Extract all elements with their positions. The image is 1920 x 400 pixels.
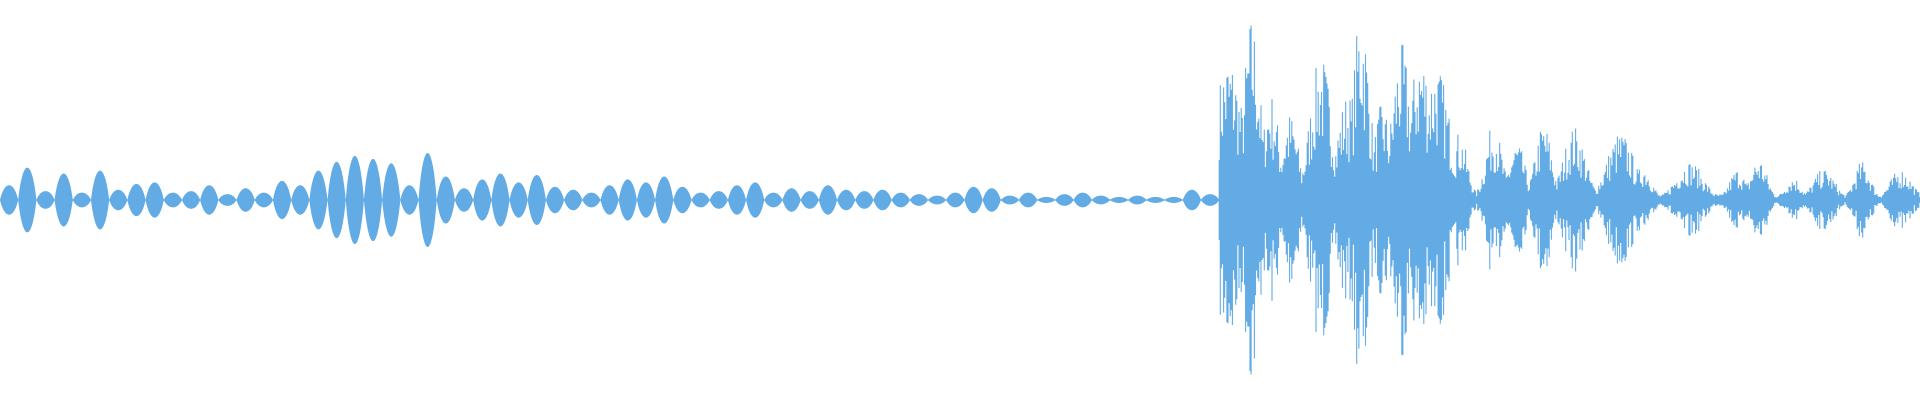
waveform-lobe — [909, 194, 929, 206]
waveform-lobe — [454, 188, 474, 212]
waveform-lobe — [272, 180, 292, 220]
waveform-lobe — [782, 188, 801, 212]
waveform-lobe — [1146, 197, 1165, 203]
waveform-lobe — [800, 191, 819, 209]
waveform-lobe — [36, 191, 55, 209]
waveform-lobe — [145, 182, 164, 218]
waveform-lobe — [873, 189, 892, 211]
waveform-lobe — [309, 170, 328, 230]
waveform-samples — [1218, 25, 1920, 375]
waveform-lobe — [1055, 194, 1074, 206]
waveform-lobe — [946, 192, 965, 208]
waveform-lobe — [1000, 195, 1020, 205]
waveform-lobe — [509, 182, 528, 218]
waveform-lobe — [928, 195, 947, 205]
waveform-lobe — [982, 188, 1001, 212]
waveform-lobe — [400, 185, 419, 215]
waveform-lobe — [746, 182, 765, 218]
waveform-lobe — [891, 192, 910, 208]
waveform-lobe — [436, 176, 455, 224]
waveform-lobe — [1019, 192, 1038, 208]
waveform-lobe — [127, 183, 146, 217]
waveform-lobe — [1037, 197, 1056, 203]
waveform-lobe — [218, 194, 237, 206]
waveform-lobe — [1110, 197, 1129, 203]
waveform-lobe — [18, 167, 37, 233]
waveform-lobe — [54, 173, 73, 227]
waveform-lobe — [72, 192, 91, 208]
waveform-lobe — [1182, 189, 1202, 211]
waveform-lobe — [618, 179, 637, 221]
waveform-lobe — [709, 191, 728, 209]
waveform-lobe — [818, 185, 838, 215]
waveform-lobe — [163, 192, 182, 208]
waveform-lobe — [564, 189, 583, 211]
waveform-lobe — [363, 158, 383, 242]
waveform-lobe — [327, 161, 346, 239]
waveform-lobe — [382, 163, 401, 237]
waveform-lobe — [582, 192, 601, 208]
waveform-lobe — [1091, 195, 1111, 205]
waveform-lobe — [1073, 192, 1092, 208]
waveform-lobe — [90, 170, 110, 230]
waveform-lobe — [491, 173, 510, 227]
waveform-lobe — [655, 176, 674, 224]
waveform-lobe — [527, 175, 546, 225]
waveform-lobe — [727, 185, 747, 215]
waveform-lobe — [291, 185, 310, 215]
waveform-lobe — [600, 185, 619, 215]
waveform-lobe — [473, 179, 492, 221]
waveform-lobe — [1128, 195, 1147, 205]
waveform-lobe — [545, 186, 565, 214]
waveform-lobe — [855, 191, 874, 209]
waveform-lobe — [837, 189, 856, 211]
waveform-lobe — [109, 189, 128, 211]
waveform-lobe — [236, 188, 255, 212]
waveform-lobe — [673, 186, 692, 214]
waveform-lobe — [0, 185, 19, 215]
waveform-lobe — [181, 191, 201, 209]
waveform-lobe — [1201, 194, 1220, 206]
waveform-lobe — [1164, 197, 1183, 203]
waveform-lobe — [418, 152, 437, 248]
waveform-loud-section — [1218, 25, 1920, 375]
waveform-lobe — [764, 192, 783, 208]
waveform-lobe — [200, 185, 219, 215]
waveform-lobe — [636, 182, 656, 218]
waveform-lobe — [345, 155, 364, 245]
waveform-lobe — [964, 186, 983, 214]
waveform-lobe — [254, 192, 273, 208]
waveform-lobe — [691, 192, 710, 208]
